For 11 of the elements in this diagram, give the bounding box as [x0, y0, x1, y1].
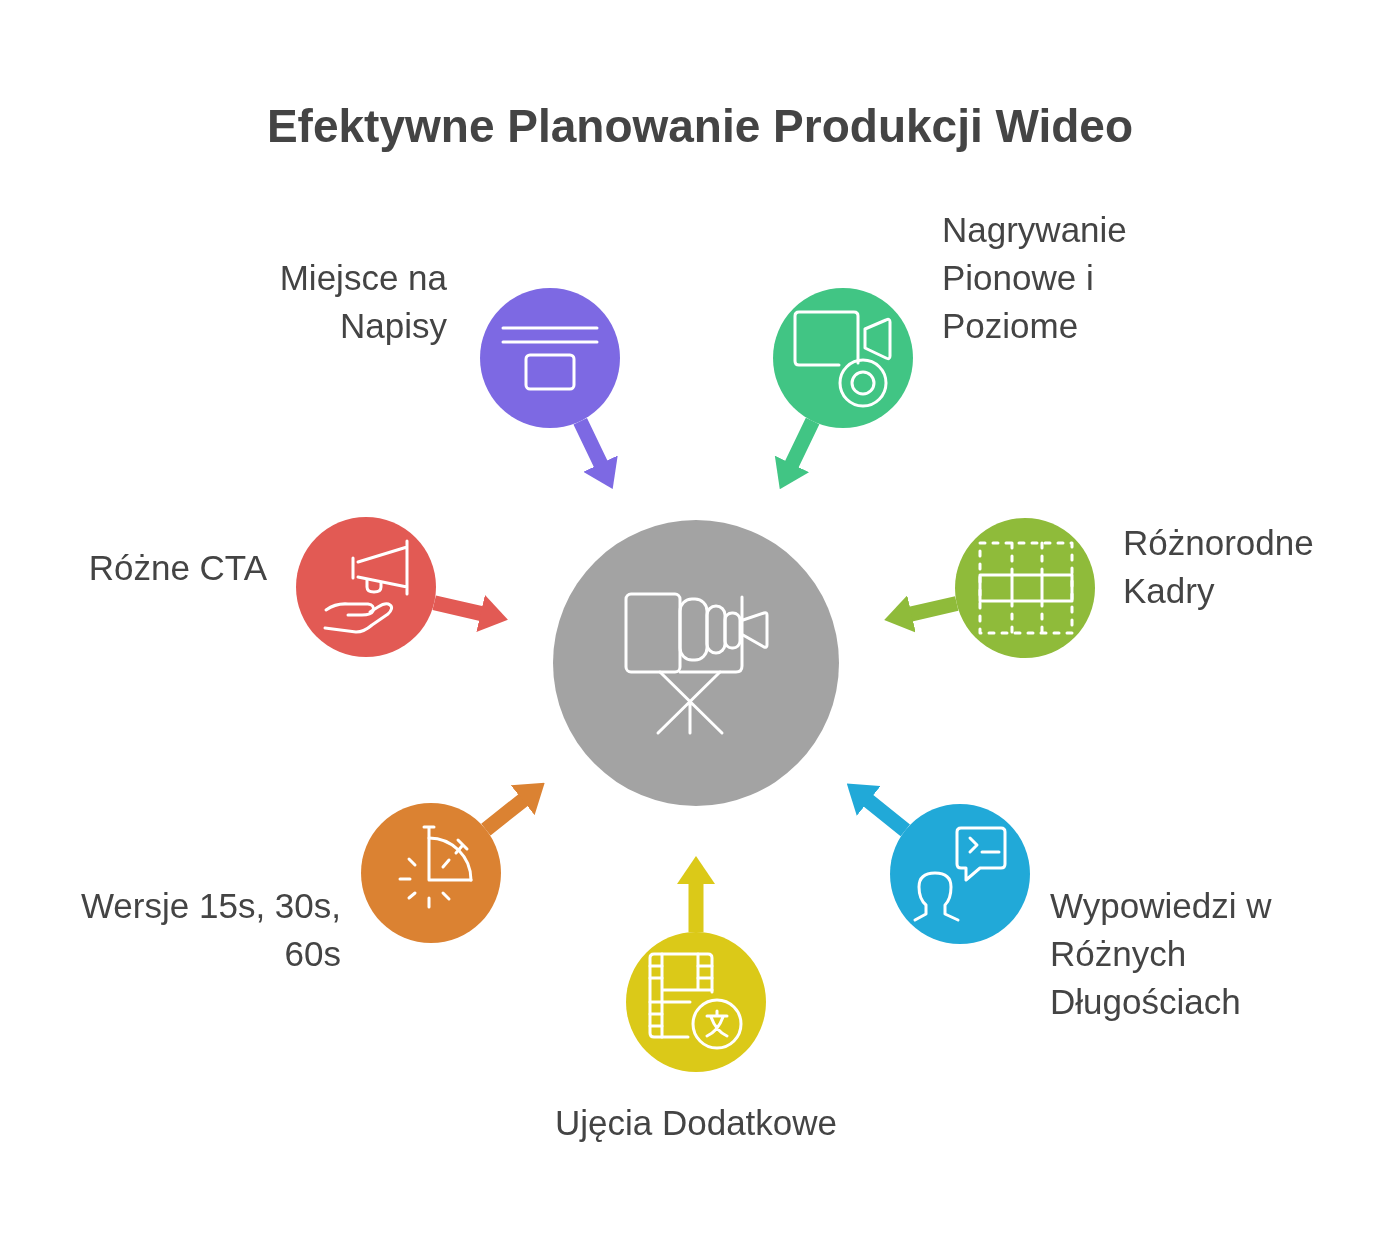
- arrow: [677, 856, 715, 932]
- node-label: Nagrywanie Pionowe i Poziome: [942, 209, 1128, 347]
- node-label: Wypowiedzi w Różnych Długościach: [1050, 885, 1273, 1023]
- node-label: Miejsce na Napisy: [278, 257, 447, 347]
- node-label: Różne CTA: [87, 547, 267, 589]
- arrow: [432, 594, 510, 632]
- node-label: Różnorodne Kadry: [1123, 522, 1315, 612]
- arrow: [882, 595, 959, 633]
- node-label: Ujęcia Dodatkowe: [553, 1102, 839, 1144]
- node-label: Wersje 15s, 30s, 60s: [79, 885, 341, 975]
- diagram-title: Efektywne Planowanie Produkcji Wideo: [265, 99, 1135, 154]
